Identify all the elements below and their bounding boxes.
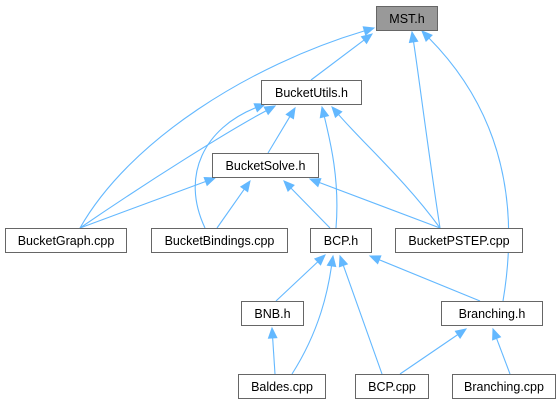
edge-bcp_h-to-bucketsolve_h	[283, 180, 331, 229]
node-bcp-h[interactable]: BCP.h	[310, 228, 372, 253]
arrowhead-icon	[308, 178, 322, 188]
edge-bucketgraph_cpp-to-bucketsolve_h	[79, 177, 217, 229]
node-label: BCP.cpp	[368, 380, 416, 394]
edge-line	[496, 338, 511, 375]
arrowhead-icon	[360, 33, 374, 45]
edge-line	[291, 265, 333, 375]
edge-baldes_cpp-to-bnb_h	[267, 326, 278, 375]
edge-line	[272, 337, 276, 375]
edge-branching_h-to-bcp_h	[368, 255, 481, 302]
arrowhead-icon	[283, 180, 295, 192]
edge-line	[267, 116, 291, 154]
node-box	[376, 6, 438, 31]
arrowhead-icon	[285, 106, 296, 120]
edge-line	[323, 116, 338, 229]
edge-line	[399, 334, 459, 375]
arrowhead-icon	[331, 106, 343, 119]
node-label: MST.h	[389, 12, 424, 26]
node-label: BucketPSTEP.cpp	[408, 234, 509, 248]
edge-bucketutils_h-to-mst_h	[310, 33, 374, 81]
edge-line	[290, 187, 331, 229]
node-label: BucketBindings.cpp	[165, 234, 275, 248]
arrowhead-icon	[408, 30, 419, 44]
arrowhead-icon	[454, 328, 468, 340]
node-box[interactable]	[261, 80, 362, 105]
edge-line	[310, 39, 365, 81]
nodes-layer: MST.hBucketUtils.hBucketSolve.hBucketGra…	[5, 6, 556, 399]
edge-line	[338, 114, 441, 229]
arrowhead-icon	[362, 26, 376, 36]
arrowhead-icon	[368, 255, 382, 265]
edge-line	[275, 261, 319, 302]
arrowhead-icon	[492, 327, 502, 341]
edge-line	[79, 180, 206, 229]
arrowhead-icon	[313, 254, 326, 266]
node-box[interactable]	[452, 374, 556, 399]
arrowhead-icon	[319, 105, 330, 119]
node-bucketbindings-cpp[interactable]: BucketBindings.cpp	[151, 228, 288, 253]
edge-bucketgraph_cpp-to-mst_h	[79, 26, 376, 229]
edge-line	[379, 259, 481, 302]
arrowhead-icon	[239, 179, 251, 193]
node-bcp-cpp[interactable]: BCP.cpp	[355, 374, 429, 399]
node-bucketgraph-cpp[interactable]: BucketGraph.cpp	[5, 228, 127, 253]
node-box[interactable]	[5, 228, 127, 253]
edge-bucketgraph_cpp-to-bucketutils_h	[79, 105, 277, 229]
node-box[interactable]	[441, 301, 543, 326]
node-label: Branching.cpp	[464, 380, 544, 394]
edge-line	[79, 30, 365, 229]
node-label: BCP.h	[324, 234, 359, 248]
node-box[interactable]	[241, 301, 304, 326]
arrowhead-icon	[253, 103, 267, 113]
edge-line	[194, 107, 256, 229]
node-label: BucketGraph.cpp	[18, 234, 115, 248]
node-bucketpstep-cpp[interactable]: BucketPSTEP.cpp	[395, 228, 523, 253]
node-label: Baldes.cpp	[251, 380, 313, 394]
node-branching-h[interactable]: Branching.h	[441, 301, 543, 326]
node-box[interactable]	[355, 374, 429, 399]
edge-branching_h-to-mst_h	[421, 30, 510, 302]
edge-bucketsolve_h-to-bucketutils_h	[267, 106, 296, 154]
edge-line	[216, 188, 245, 229]
node-bnb-h[interactable]: BNB.h	[241, 301, 304, 326]
edge-line	[319, 182, 441, 229]
edge-line	[428, 37, 510, 302]
edge-bucketbindings_cpp-to-bucketsolve_h	[216, 179, 251, 229]
node-box[interactable]	[151, 228, 288, 253]
node-label: BucketUtils.h	[275, 86, 348, 100]
arrowhead-icon	[267, 326, 278, 339]
node-bucketsolve-h[interactable]: BucketSolve.h	[212, 153, 319, 178]
arrowhead-icon	[421, 30, 433, 42]
arrowhead-icon	[203, 177, 217, 187]
edge-line	[413, 41, 441, 229]
edge-bnb_h-to-bcp_h	[275, 254, 326, 302]
node-branching-cpp[interactable]: Branching.cpp	[452, 374, 556, 399]
edge-bucketpstep_cpp-to-bucketsolve_h	[308, 178, 441, 229]
edge-bcp_cpp-to-bcp_h	[338, 254, 383, 375]
node-label: Branching.h	[459, 307, 526, 321]
edge-bcp_h-to-bucketutils_h	[319, 105, 338, 229]
edge-line	[342, 265, 383, 375]
edge-line	[79, 110, 267, 229]
arrowhead-icon	[338, 254, 349, 268]
node-box[interactable]	[212, 153, 319, 178]
arrowhead-icon	[326, 254, 337, 268]
edge-bucketpstep_cpp-to-bucketutils_h	[331, 106, 441, 229]
edge-bcp_cpp-to-branching_h	[399, 328, 468, 375]
node-mst-h: MST.h	[376, 6, 438, 31]
edges-layer	[79, 26, 511, 375]
edge-branching_cpp-to-branching_h	[492, 327, 511, 375]
node-label: BNB.h	[254, 307, 290, 321]
node-box[interactable]	[395, 228, 523, 253]
node-baldes-cpp[interactable]: Baldes.cpp	[238, 374, 326, 399]
node-label: BucketSolve.h	[226, 159, 306, 173]
node-box[interactable]	[310, 228, 372, 253]
edge-bucketpstep_cpp-to-mst_h	[408, 30, 441, 229]
node-bucketutils-h[interactable]: BucketUtils.h	[261, 80, 362, 105]
arrowhead-icon	[263, 105, 277, 116]
edge-baldes_cpp-to-bcp_h	[291, 254, 337, 375]
node-box[interactable]	[238, 374, 326, 399]
edge-bucketbindings_cpp-to-bucketutils_h	[194, 103, 267, 229]
